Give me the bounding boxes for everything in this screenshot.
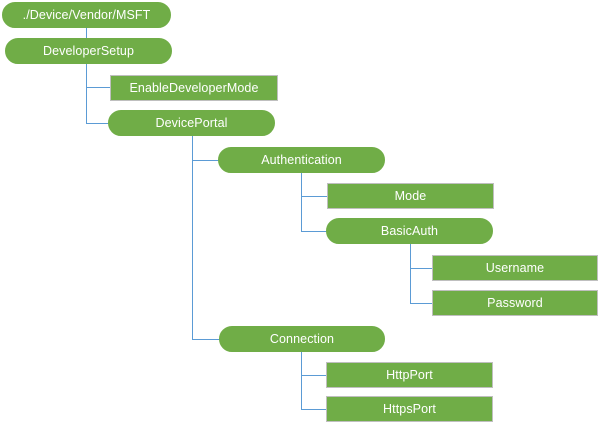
tree-node-enabledevelopermode[interactable]: EnableDeveloperMode	[110, 75, 278, 101]
tree-node-username[interactable]: Username	[432, 255, 598, 281]
connector-developersetup-trunk	[86, 64, 88, 124]
tree-node-root[interactable]: ./Device/Vendor/MSFT	[2, 2, 171, 28]
connector-basicauth-to-username	[410, 268, 433, 270]
connector-root-to-developersetup	[86, 28, 88, 39]
tree-node-developersetup[interactable]: DeveloperSetup	[5, 38, 172, 64]
tree-node-connection[interactable]: Connection	[219, 326, 385, 352]
tree-node-basicauth[interactable]: BasicAuth	[326, 218, 493, 244]
tree-node-password[interactable]: Password	[432, 290, 598, 316]
connector-authentication-trunk	[301, 173, 303, 232]
tree-node-mode[interactable]: Mode	[327, 183, 494, 209]
tree-node-httpsport[interactable]: HttpsPort	[326, 396, 493, 422]
connector-deviceportal-to-auth	[192, 160, 219, 162]
tree-node-deviceportal[interactable]: DevicePortal	[108, 110, 275, 136]
connector-connection-to-httpport	[301, 375, 327, 377]
connector-basicauth-to-password	[410, 303, 433, 305]
tree-node-httpport[interactable]: HttpPort	[326, 362, 493, 388]
tree-node-authentication[interactable]: Authentication	[218, 147, 385, 173]
connector-authentication-to-basicauth	[301, 231, 327, 233]
connector-connection-to-httpsport	[301, 409, 327, 411]
connector-connection-trunk	[301, 352, 303, 410]
connector-developersetup-to-enablemode	[86, 87, 111, 89]
connector-developersetup-to-portal	[86, 123, 109, 125]
connector-deviceportal-trunk	[192, 136, 194, 339]
connector-basicauth-trunk	[410, 244, 412, 304]
connector-authentication-to-mode	[301, 196, 328, 198]
connector-deviceportal-to-connection	[192, 339, 220, 341]
